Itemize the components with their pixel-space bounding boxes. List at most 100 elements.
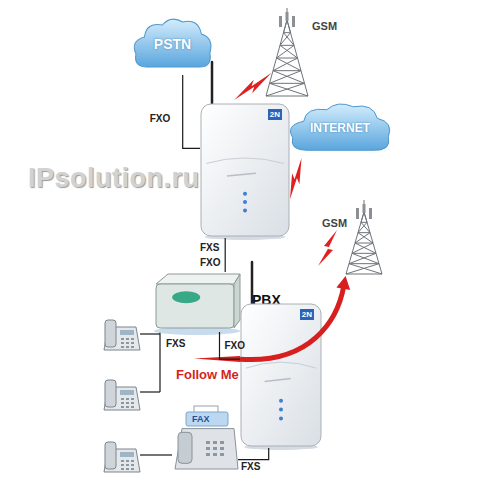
tower-part bbox=[346, 264, 379, 274]
phone-wire bbox=[140, 391, 160, 392]
fax-part bbox=[220, 441, 224, 444]
tower-part bbox=[349, 263, 379, 264]
gateway-part bbox=[279, 408, 283, 412]
lightning-bolt bbox=[318, 230, 337, 266]
tower-part bbox=[358, 222, 367, 232]
gsm-gateway: 2N bbox=[200, 100, 290, 238]
tower-part bbox=[355, 233, 370, 243]
network-cloud: INTERNET bbox=[285, 100, 395, 158]
brand-logo: 2N bbox=[300, 309, 314, 320]
fax-machine: FAX bbox=[172, 410, 238, 472]
tower-part bbox=[280, 45, 294, 46]
tower-part bbox=[346, 200, 382, 274]
tower-part bbox=[273, 58, 298, 71]
tower-label: GSM bbox=[322, 217, 347, 229]
gateway-part bbox=[279, 416, 283, 420]
gsm-gateway: 2N bbox=[240, 300, 322, 448]
fax-part bbox=[213, 453, 217, 456]
tower-label: GSM bbox=[312, 20, 337, 32]
telephone bbox=[104, 442, 140, 472]
gateway-part bbox=[201, 104, 289, 236]
phone-wire bbox=[140, 332, 172, 455]
tower-part bbox=[369, 208, 372, 219]
tower-part bbox=[273, 71, 305, 84]
fax-part bbox=[178, 432, 192, 463]
arrow-head bbox=[336, 276, 350, 290]
interface-label: FXS bbox=[166, 338, 185, 349]
telephone bbox=[104, 320, 140, 350]
tower-part bbox=[363, 204, 366, 213]
connector bbox=[225, 238, 226, 272]
tower-part bbox=[284, 32, 291, 33]
phone-wire bbox=[140, 333, 160, 334]
connector bbox=[183, 75, 200, 148]
tower-part bbox=[284, 20, 288, 33]
tower-part bbox=[277, 58, 298, 59]
tower-part bbox=[266, 8, 308, 96]
fax-part bbox=[220, 453, 224, 456]
pbx-part bbox=[156, 284, 234, 328]
brand-logo: 2N bbox=[268, 109, 282, 120]
gateway-part bbox=[206, 158, 284, 164]
telephone bbox=[104, 380, 140, 410]
interface-label: FXO bbox=[200, 257, 221, 268]
gateway-part bbox=[279, 399, 283, 403]
tower-part bbox=[349, 264, 382, 274]
lightning-bolt bbox=[290, 158, 302, 199]
tower-part bbox=[355, 243, 373, 244]
tower-part bbox=[352, 253, 376, 254]
fax-part bbox=[213, 441, 217, 444]
tower-part bbox=[270, 83, 309, 96]
cloud-label: PSTN bbox=[130, 36, 215, 52]
fax-part bbox=[206, 453, 210, 456]
gsm-tower: GSM bbox=[262, 8, 342, 98]
tower-part bbox=[270, 83, 305, 84]
network-cloud: PSTN bbox=[130, 15, 215, 75]
tower-part bbox=[266, 83, 305, 96]
gateway-part bbox=[265, 378, 291, 381]
tower-part bbox=[349, 253, 376, 263]
signal-line bbox=[183, 75, 200, 148]
edge-label: Follow Me bbox=[176, 367, 239, 382]
gateway-part bbox=[211, 62, 214, 108]
fax-part bbox=[206, 447, 210, 450]
edge-label: FXO bbox=[225, 340, 246, 351]
gateway-part bbox=[243, 200, 247, 204]
connector bbox=[238, 448, 269, 460]
tower-part bbox=[352, 243, 373, 253]
tower-part bbox=[277, 45, 295, 58]
tower-part bbox=[361, 212, 364, 222]
gateway-part bbox=[243, 208, 247, 212]
watermark-text: IPsolution.ru bbox=[28, 163, 200, 194]
signal-line bbox=[238, 448, 269, 460]
edge-label: FXO bbox=[150, 113, 171, 124]
tower-part bbox=[286, 12, 289, 21]
cloud-label: INTERNET bbox=[285, 121, 395, 135]
interface-label: FXS bbox=[200, 242, 219, 253]
gateway-part bbox=[243, 192, 247, 196]
tower-part bbox=[346, 274, 382, 275]
pbx-part bbox=[172, 291, 200, 303]
fax-part bbox=[213, 447, 217, 450]
tower-part bbox=[358, 233, 373, 243]
phone-wire bbox=[140, 454, 172, 455]
tower-part bbox=[355, 243, 376, 253]
tower-part bbox=[364, 200, 365, 212]
tower-part bbox=[287, 8, 288, 20]
connector bbox=[290, 158, 302, 199]
tower-part bbox=[287, 20, 291, 33]
tower-shape bbox=[322, 200, 384, 276]
gateway-part bbox=[227, 173, 256, 176]
tower-part bbox=[279, 16, 282, 27]
phone-wire bbox=[159, 332, 160, 392]
tower-part bbox=[352, 253, 379, 263]
gateway-part bbox=[251, 262, 254, 308]
pbx-box: PBX bbox=[152, 272, 242, 332]
tower-part bbox=[280, 33, 291, 46]
fax-part bbox=[220, 447, 224, 450]
gateway-part bbox=[241, 304, 321, 446]
edge-label: FXS bbox=[241, 461, 260, 472]
gateway-part bbox=[246, 362, 316, 368]
pbx-part bbox=[234, 274, 240, 328]
fax-part bbox=[186, 412, 228, 426]
